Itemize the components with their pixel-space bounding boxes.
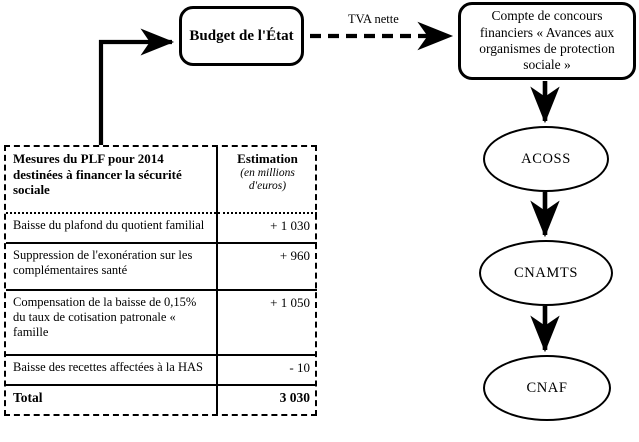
row-3-value: - 10 (217, 354, 317, 385)
total-value: 3 030 (217, 383, 317, 414)
total-label: Total (6, 383, 218, 414)
node-cnaf[interactable]: CNAF (483, 355, 611, 421)
table-row: Baisse du plafond du quotient familial +… (6, 212, 317, 243)
table-header-estimation-unit: (en millions d'euros) (240, 166, 295, 192)
node-compte-de-concours-financiers[interactable]: Compte de concours financiers « Avances … (458, 2, 636, 80)
node-acoss[interactable]: ACOSS (483, 126, 609, 192)
table-header-estimation-title: Estimation (237, 151, 298, 166)
node-compte-label: Compte de concours financiers « Avances … (479, 8, 615, 73)
row-0-value: + 1 030 (217, 212, 317, 243)
table-header-measures: Mesures du PLF pour 2014 destinées à fin… (6, 147, 218, 214)
node-acoss-label: ACOSS (521, 150, 571, 167)
table-header-row: Mesures du PLF pour 2014 destinées à fin… (6, 147, 317, 214)
table-total-row: Total 3 030 (6, 383, 317, 414)
edge-table-to-budget (98, 28, 175, 145)
row-3-label: Baisse des recettes affectées à la HAS (6, 354, 218, 385)
table-row: Baisse des recettes affectées à la HAS -… (6, 354, 317, 385)
edge-label-tva-nette: TVA nette (348, 12, 399, 26)
table-row: Suppression de l'exonération sur les com… (6, 241, 317, 290)
node-cnaf-label: CNAF (526, 379, 568, 396)
node-cnamts-label: CNAMTS (513, 264, 579, 281)
node-cnamts[interactable]: CNAMTS (479, 240, 613, 306)
row-2-value: + 1 050 (217, 288, 317, 356)
measures-table: Mesures du PLF pour 2014 destinées à fin… (4, 145, 317, 416)
row-0-label: Baisse du plafond du quotient familial (6, 212, 218, 243)
row-1-label: Suppression de l'exonération sur les com… (6, 241, 218, 290)
row-2-label: Compensation de la baisse de 0,15% du ta… (6, 288, 218, 356)
node-budget-de-letat[interactable]: Budget de l'État (179, 6, 304, 66)
row-1-value: + 960 (217, 241, 317, 290)
node-budget-label: Budget de l'État (189, 27, 294, 44)
table-row: Compensation de la baisse de 0,15% du ta… (6, 288, 317, 356)
table-header-estimation: Estimation (en millions d'euros) (217, 147, 317, 213)
